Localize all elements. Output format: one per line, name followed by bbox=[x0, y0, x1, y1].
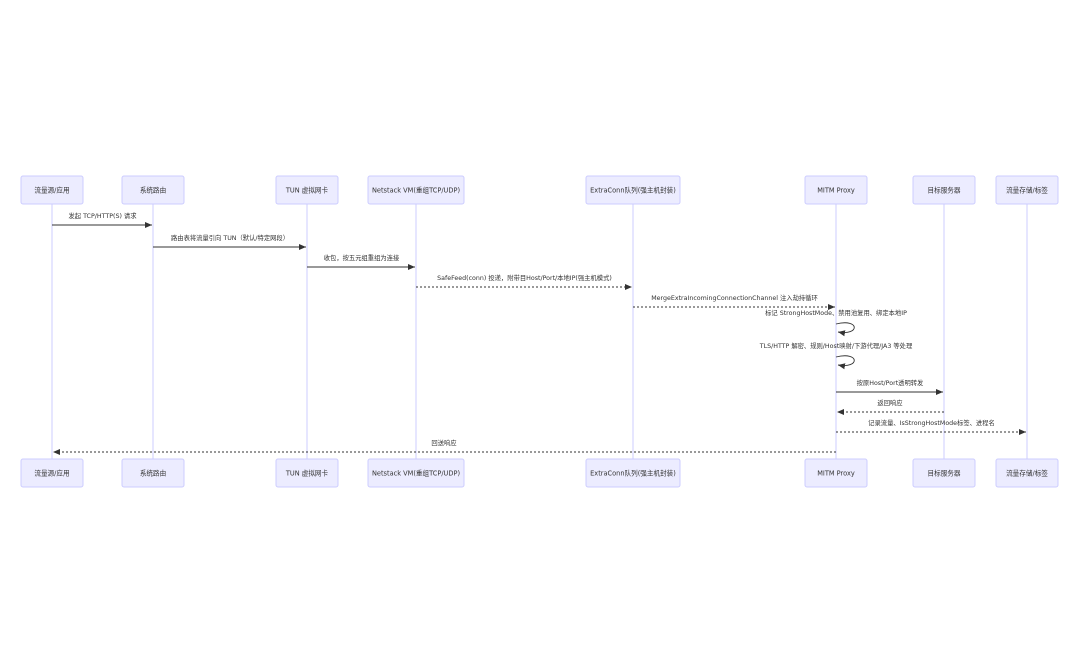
actor-box bbox=[20, 175, 84, 205]
actor-label: 系统路由 bbox=[140, 186, 166, 195]
message-2: 路由表将流量引向 TUN（默认/特定网段） bbox=[153, 233, 306, 250]
message-1: 发起 TCP/HTTP(S) 请求 bbox=[52, 211, 152, 228]
actor-label: 流量源/应用 bbox=[34, 186, 69, 195]
message-4: SafeFeed(conn) 投递，附带目Host/Port/本地IP(强主机模… bbox=[416, 273, 632, 290]
actor-label: TUN 虚拟网卡 bbox=[285, 469, 329, 478]
actor-label: MITM Proxy bbox=[817, 187, 855, 195]
message-label: MergeExtraIncomingConnectionChannel 注入劫持… bbox=[651, 293, 818, 302]
message-3: 收包，按五元组重组为连接 bbox=[307, 253, 415, 270]
self-message-arrow bbox=[835, 355, 855, 370]
message-8: 按原Host/Port透明转发 bbox=[836, 378, 943, 395]
actor-label: TUN 虚拟网卡 bbox=[285, 186, 329, 195]
actor-box bbox=[585, 175, 681, 205]
actor-router-bottom: 系统路由 bbox=[121, 458, 185, 488]
message-label: TLS/HTTP 解密、规则/Host映射/下游代理/JA3 等处理 bbox=[759, 341, 913, 350]
actor-src-top: 流量源/应用 bbox=[20, 175, 84, 205]
actor-box bbox=[912, 175, 976, 205]
actor-box bbox=[995, 175, 1059, 205]
actor-extra-top: ExtraConn队列(强主机封装) bbox=[585, 175, 681, 205]
message-label: 收包，按五元组重组为连接 bbox=[324, 253, 400, 262]
message-label: 路由表将流量引向 TUN（默认/特定网段） bbox=[171, 233, 289, 242]
message-7: TLS/HTTP 解密、规则/Host映射/下游代理/JA3 等处理 bbox=[759, 341, 913, 370]
actor-tun-top: TUN 虚拟网卡 bbox=[275, 175, 339, 205]
actor-box bbox=[20, 458, 84, 488]
actor-label: Netstack VM(重组TCP/UDP) bbox=[372, 469, 460, 478]
message-label: SafeFeed(conn) 投递，附带目Host/Port/本地IP(强主机模… bbox=[437, 273, 612, 282]
actor-box bbox=[804, 175, 868, 205]
actor-label: MITM Proxy bbox=[817, 470, 855, 478]
actor-label: Netstack VM(重组TCP/UDP) bbox=[372, 186, 460, 195]
message-11: 回送响应 bbox=[53, 438, 836, 455]
message-label: 标记 StrongHostMode、禁用池复用、绑定本地IP bbox=[765, 308, 907, 317]
actor-label: 系统路由 bbox=[140, 469, 166, 478]
self-message-arrow bbox=[835, 322, 855, 337]
actor-box bbox=[912, 458, 976, 488]
actor-extra-bottom: ExtraConn队列(强主机封装) bbox=[585, 458, 681, 488]
message-5: MergeExtraIncomingConnectionChannel 注入劫持… bbox=[633, 293, 835, 310]
actor-box bbox=[121, 175, 185, 205]
actor-box bbox=[367, 175, 465, 205]
message-10: 记录流量、IsStrongHostMode标签、进程名 bbox=[836, 418, 1026, 435]
actor-box bbox=[804, 458, 868, 488]
actor-router-top: 系统路由 bbox=[121, 175, 185, 205]
actor-label: 目标服务器 bbox=[928, 186, 961, 195]
actor-label: 目标服务器 bbox=[928, 469, 961, 478]
message-label: 返回响应 bbox=[877, 398, 903, 407]
actor-store-top: 流量存储/标签 bbox=[995, 175, 1059, 205]
actor-box bbox=[367, 458, 465, 488]
message-6: 标记 StrongHostMode、禁用池复用、绑定本地IP bbox=[765, 308, 907, 337]
message-label: 按原Host/Port透明转发 bbox=[857, 378, 924, 387]
actor-netstack-top: Netstack VM(重组TCP/UDP) bbox=[367, 175, 465, 205]
actor-target-top: 目标服务器 bbox=[912, 175, 976, 205]
actor-label: 流量存储/标签 bbox=[1006, 469, 1048, 478]
message-9: 返回响应 bbox=[837, 398, 944, 415]
actor-store-bottom: 流量存储/标签 bbox=[995, 458, 1059, 488]
actor-box bbox=[585, 458, 681, 488]
actor-mitm-top: MITM Proxy bbox=[804, 175, 868, 205]
actor-target-bottom: 目标服务器 bbox=[912, 458, 976, 488]
actor-box bbox=[275, 458, 339, 488]
actor-tun-bottom: TUN 虚拟网卡 bbox=[275, 458, 339, 488]
actor-netstack-bottom: Netstack VM(重组TCP/UDP) bbox=[367, 458, 465, 488]
message-label: 回送响应 bbox=[431, 438, 457, 447]
actor-box bbox=[995, 458, 1059, 488]
actor-mitm-bottom: MITM Proxy bbox=[804, 458, 868, 488]
actor-box bbox=[275, 175, 339, 205]
message-label: 发起 TCP/HTTP(S) 请求 bbox=[68, 211, 137, 220]
message-label: 记录流量、IsStrongHostMode标签、进程名 bbox=[868, 418, 995, 427]
actor-label: ExtraConn队列(强主机封装) bbox=[590, 186, 676, 195]
actor-src-bottom: 流量源/应用 bbox=[20, 458, 84, 488]
actor-box bbox=[121, 458, 185, 488]
actor-label: 流量存储/标签 bbox=[1006, 186, 1048, 195]
actor-label: 流量源/应用 bbox=[34, 469, 69, 478]
actor-label: ExtraConn队列(强主机封装) bbox=[590, 469, 676, 478]
